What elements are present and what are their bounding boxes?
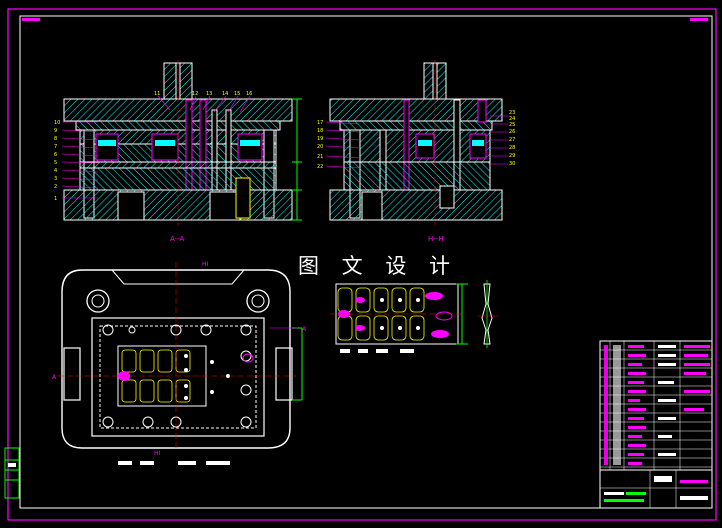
- part-number: 23: [509, 110, 515, 116]
- plan-mark-top: HI: [202, 261, 209, 268]
- left-edge-marker: [4, 447, 20, 499]
- part-number: 15: [234, 91, 240, 97]
- part-number: 22: [317, 164, 323, 170]
- plan-mark-right: A: [302, 326, 307, 333]
- plan-view: [58, 262, 303, 465]
- part-numbers-right: 23 24 25 26 27 28 29 30: [509, 110, 515, 167]
- part-number: 30: [509, 161, 515, 167]
- part-number: 18: [317, 128, 323, 134]
- part-number: 24: [509, 116, 515, 122]
- part-number: 5: [54, 160, 57, 166]
- part-numbers-top: 11 12 13 14 15 16: [154, 91, 252, 97]
- part-number: 21: [317, 154, 323, 160]
- part-number: 8: [54, 136, 57, 142]
- part-number: 28: [509, 145, 515, 151]
- part-number: 17: [317, 120, 323, 126]
- part-number: 9: [54, 128, 57, 134]
- plan-mark-left: A: [52, 374, 57, 381]
- title-block: [599, 340, 713, 509]
- part-number: 12: [192, 91, 198, 97]
- section-label-hh: H--H: [428, 235, 444, 243]
- plan-mark-bottom: HI: [154, 450, 161, 457]
- part-number: 1: [54, 196, 57, 202]
- part-number: 3: [54, 176, 57, 182]
- part-number: 14: [222, 91, 228, 97]
- part-numbers-mid: 17 18 19 20 21 22: [317, 120, 323, 170]
- sheet-frame: [7, 8, 717, 521]
- part-number: 26: [509, 129, 515, 135]
- part-number: 13: [206, 91, 212, 97]
- watermark: 图 文 设 计: [298, 254, 459, 278]
- part-number: 16: [246, 91, 252, 97]
- part-number: 4: [54, 168, 57, 174]
- part-number: 11: [154, 91, 160, 97]
- part-number: 20: [317, 144, 323, 150]
- part-number: 7: [54, 144, 57, 150]
- part-number: 10: [54, 120, 60, 126]
- part-number: 27: [509, 137, 515, 143]
- part-number: 2: [54, 184, 57, 190]
- part-number: 6: [54, 152, 57, 158]
- section-view-aa: [61, 60, 302, 226]
- part-numbers-left: 10 9 8 7 6 5 4 3 2 1: [54, 120, 60, 202]
- part-number: 19: [317, 136, 323, 142]
- section-label-aa: A--A: [170, 235, 185, 243]
- strip-layout: [330, 280, 498, 353]
- section-view-hh: [325, 60, 508, 226]
- part-number: 29: [509, 153, 515, 159]
- part-number: 25: [509, 122, 515, 128]
